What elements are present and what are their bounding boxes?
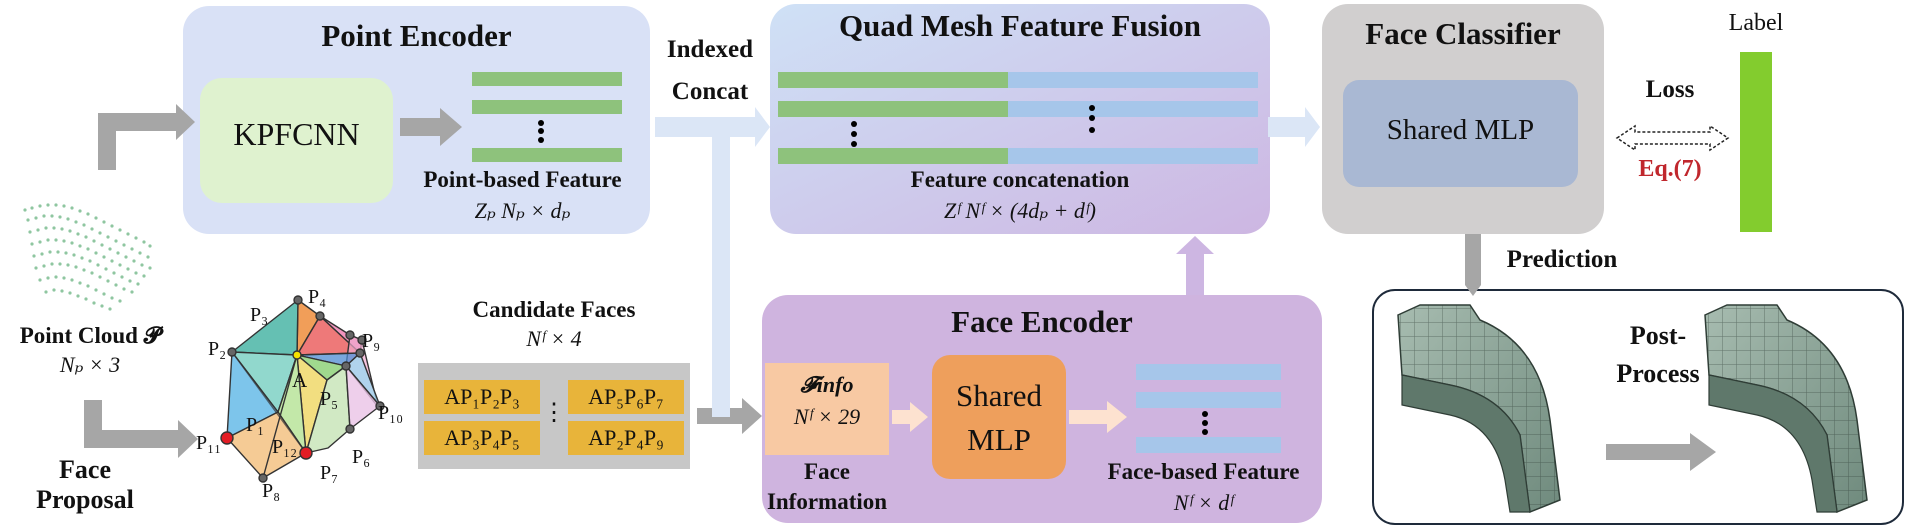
candidate-faces-size: Nᶠ × 4: [526, 326, 582, 351]
face-encoder-title: Face Encoder: [951, 304, 1133, 339]
fusion-symbol: Zᶠ Nᶠ × (4dₚ + dᶠ): [943, 198, 1097, 223]
loss-equation: Eq.(7): [1638, 156, 1702, 182]
face-mlp-label-1: Shared: [955, 378, 1043, 413]
point-feature-symbol: Zₚ Nₚ × dₚ: [474, 198, 571, 223]
loss-title: Loss: [1645, 76, 1695, 103]
vertex-label-p8: P₈: [262, 480, 281, 502]
mesh-before-graphic: [1397, 304, 1561, 514]
fusion-bars: [778, 72, 1258, 164]
fusion-panel: [770, 4, 1270, 234]
face-proposal-label-1: Face: [59, 455, 111, 484]
point-cloud-label: Point Cloud 𝓟: [19, 323, 161, 348]
vertex-label-p4: P₄: [308, 286, 327, 308]
gray-arrows: [84, 104, 1716, 471]
face-info-symbol: 𝓕info: [800, 372, 854, 397]
candidate-ellipsis: ⋮: [542, 400, 566, 426]
vertex-label-p3: P₃: [250, 304, 269, 326]
face-info-size: Nᶠ × 29: [793, 404, 861, 429]
face-mlp-label-2: MLP: [967, 422, 1031, 457]
blue-arrows: [655, 107, 1320, 417]
post-process-label-1: Post-: [1629, 321, 1687, 350]
kpfcnn-label: KPFCNN: [233, 116, 360, 152]
label-bar: [1740, 52, 1772, 232]
point-feature-label: Point-based Feature: [423, 167, 622, 192]
candidate-face: AP₅P₆P₇: [568, 380, 684, 414]
vertex-label-p7: P₇: [320, 462, 339, 484]
concat-label: Concat: [671, 78, 749, 105]
fusion-label: Feature concatenation: [910, 167, 1130, 192]
polyhedron-graphic: [220, 295, 385, 483]
label-title: Label: [1728, 10, 1784, 36]
point-feature-bars: [472, 72, 622, 162]
candidate-face: AP₂P₄P₉: [568, 421, 684, 455]
face-feature-label: Face-based Feature: [1107, 459, 1300, 484]
loss-arrow: [1615, 124, 1730, 152]
prediction-label: Prediction: [1506, 246, 1618, 273]
face-info-block: [765, 363, 889, 455]
vertex-label-p1: P₁: [246, 414, 265, 436]
classifier-mlp-block: [1343, 80, 1578, 187]
face-info-label-2: Information: [766, 489, 888, 514]
mesh-after-graphic: [1704, 304, 1868, 514]
point-cloud-graphic: [23, 203, 152, 311]
vertex-label-p9: P₉: [362, 330, 381, 352]
peach-arrows: [892, 401, 1127, 433]
fusion-title: Quad Mesh Feature Fusion: [839, 8, 1201, 43]
face-proposal-label-2: Proposal: [36, 485, 134, 514]
classifier-mlp-label: Shared MLP: [1386, 114, 1535, 146]
vertex-label-p10: P₁₀: [378, 402, 404, 424]
vertex-label-p5: P₅: [320, 388, 339, 410]
candidate-faces-title: Candidate Faces: [472, 297, 636, 322]
face-to-fusion-arrow: [1176, 236, 1214, 295]
indexed-label: Indexed: [666, 36, 754, 63]
candidate-face: AP₁P₂P₃: [424, 380, 540, 414]
point-cloud-size: Nₚ × 3: [59, 352, 121, 377]
face-info-label-1: Face: [804, 459, 850, 484]
point-encoder-title: Point Encoder: [321, 18, 512, 53]
face-feature-bars: [1136, 364, 1281, 453]
vertex-label-a: A: [292, 368, 308, 392]
vertex-label-p11: P₁₁: [196, 432, 222, 454]
kpfcnn-block: [200, 78, 393, 203]
classifier-title: Face Classifier: [1365, 16, 1561, 51]
face-feature-size: Nᶠ × dᶠ: [1173, 490, 1234, 515]
vertex-label-p2: P₂: [208, 338, 227, 360]
post-process-label-2: Process: [1616, 359, 1700, 388]
vertex-label-p6: P₆: [352, 446, 371, 468]
vertex-label-p12: P₁₂: [272, 436, 298, 458]
candidate-face: AP₃P₄P₅: [424, 421, 540, 455]
face-mlp-block: [932, 355, 1066, 479]
